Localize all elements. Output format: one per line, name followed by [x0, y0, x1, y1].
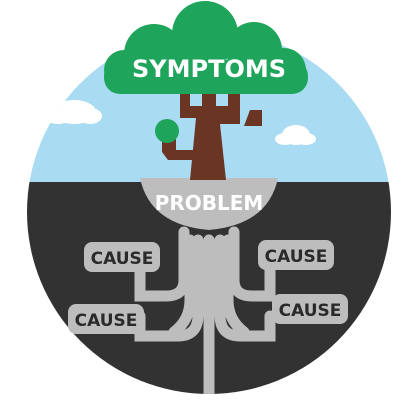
cause-box-lower-left: CAUSE: [68, 304, 144, 334]
cause-label-upper-right: CAUSE: [265, 247, 328, 267]
cause-box-upper-left: CAUSE: [84, 242, 160, 272]
roots: [134, 226, 276, 394]
tree-canopy: [104, 1, 308, 94]
cause-box-lower-right: CAUSE: [272, 294, 348, 324]
problem-label: PROBLEM: [155, 191, 264, 215]
cloud-right-icon: [275, 125, 316, 145]
cause-label-lower-right: CAUSE: [279, 301, 342, 321]
symptoms-label: SYMPTOMS: [132, 55, 286, 83]
cause-label-upper-left: CAUSE: [91, 249, 154, 269]
cause-box-upper-right: CAUSE: [258, 240, 334, 270]
leaf-ball-icon: [155, 119, 179, 143]
problem-base: [140, 178, 278, 230]
cause-label-lower-left: CAUSE: [75, 311, 138, 331]
